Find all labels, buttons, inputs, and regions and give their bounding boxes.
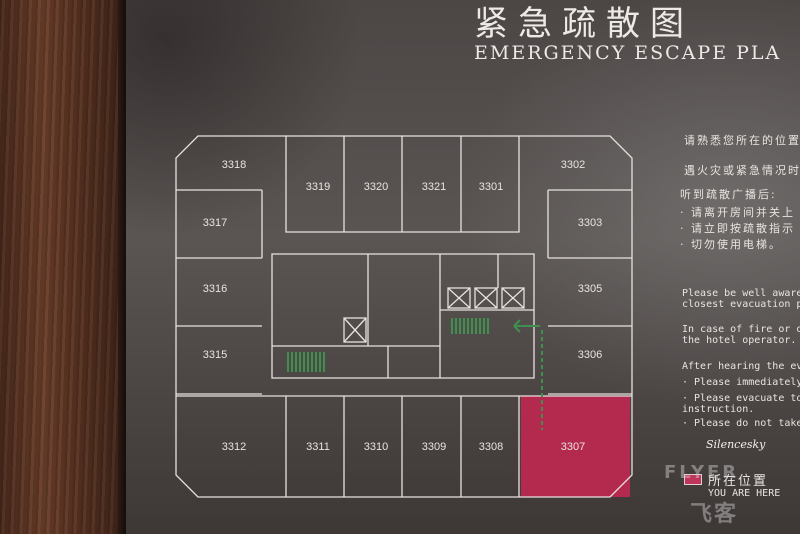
instruction-en-6: · Please immediately [682, 377, 800, 388]
legend-cn: 所在位置 [708, 474, 769, 489]
room-label-3306: 3306 [578, 349, 602, 361]
instruction-en-7: · Please evacuate to [682, 393, 800, 404]
instruction-en-5: After hearing the eva [682, 361, 800, 372]
legend-en: YOU ARE HERE [708, 488, 781, 499]
instruction-en-9: · Please do not take [682, 418, 800, 429]
watermark-bottom: 飞客 [690, 502, 739, 527]
you-are-here-room [521, 396, 630, 497]
room-label-3308: 3308 [479, 441, 503, 453]
room-labels: 3318 3319 3320 3321 3301 3302 3317 3303 3316 3305… [203, 159, 602, 453]
photographer-signature: Silencesky [706, 438, 766, 451]
room-label-3311: 3311 [306, 441, 330, 453]
bottom-room-walls [176, 395, 632, 497]
instruction-cn-5: · 请立即按疏散指示 [680, 222, 795, 235]
instruction-en-2: closest evacuation po [682, 299, 800, 310]
top-room-walls [176, 136, 632, 395]
instruction-en-8: instruction. [682, 404, 755, 415]
title-chinese: 紧急疏散图 [474, 4, 694, 44]
room-label-3317: 3317 [203, 217, 227, 229]
stairs [287, 318, 489, 372]
room-label-3318: 3318 [222, 159, 246, 171]
room-label-3315: 3315 [203, 349, 227, 361]
room-label-3303: 3303 [578, 217, 602, 229]
room-label-3302: 3302 [561, 159, 585, 171]
room-label-3307: 3307 [561, 441, 585, 453]
room-label-3320: 3320 [364, 181, 388, 193]
room-label-3310: 3310 [364, 441, 388, 453]
room-label-3316: 3316 [203, 283, 227, 295]
room-label-3319: 3319 [306, 181, 330, 193]
instruction-cn-1: 请熟悉您所在的位置 [684, 134, 800, 147]
instruction-en-3: In case of fire or o [682, 324, 800, 335]
instruction-cn-3: 听到疏散广播后: [680, 188, 777, 201]
title-english: EMERGENCY ESCAPE PLA [474, 42, 782, 64]
room-label-3321: 3321 [422, 181, 446, 193]
evacuation-arrow-icon [513, 319, 540, 333]
you-are-here-swatch [684, 474, 702, 485]
core-walls [271, 253, 535, 379]
instruction-cn-6: · 切勿使用电梯。 [680, 238, 782, 251]
elevator-bank [343, 287, 525, 343]
room-label-3301: 3301 [479, 181, 503, 193]
instruction-en-4: the hotel operator. [682, 335, 797, 346]
instruction-cn-2: 遇火灾或紧急情况时 [684, 164, 800, 177]
watermark-top: FLYER [664, 462, 740, 483]
room-label-3305: 3305 [578, 283, 602, 295]
room-label-3309: 3309 [422, 441, 446, 453]
instruction-en-1: Please be well aware [682, 288, 800, 299]
wood-frame-edge [118, 0, 126, 534]
room-label-3312: 3312 [222, 441, 246, 453]
sign-plate [126, 0, 800, 534]
instruction-cn-4: · 请离开房间并关上 [680, 206, 795, 219]
outer-wall [175, 135, 633, 498]
wood-door-frame [0, 0, 126, 534]
